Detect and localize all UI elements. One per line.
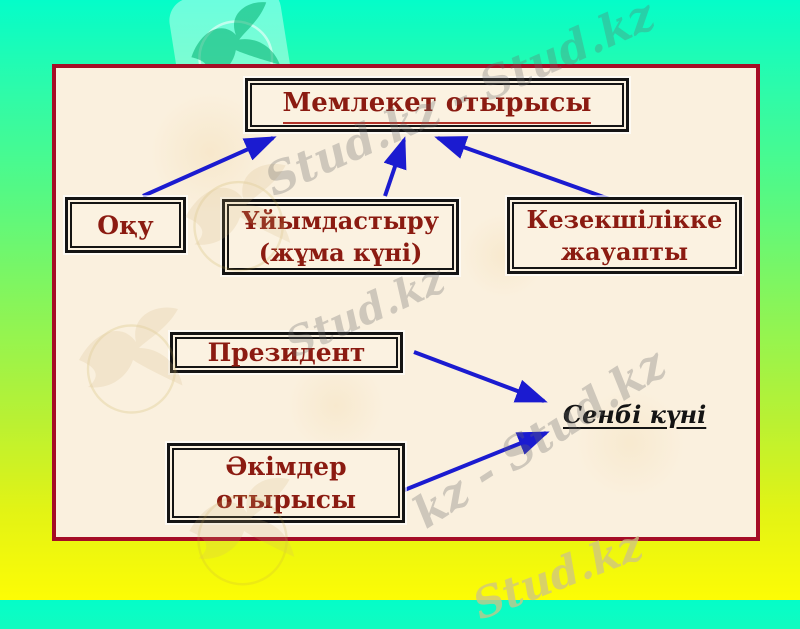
node-akimder: Әкімдер отырысы [167, 443, 405, 523]
node-uiym-line2: (жұма күні) [258, 238, 423, 267]
node-kezek-line1: Кезекшілікке [526, 204, 723, 234]
node-meeting: Мемлекет отырысы [245, 78, 629, 132]
node-kezek: Кезекшілікке жауапты [507, 197, 742, 274]
node-meeting-label: Мемлекет отырысы [282, 86, 592, 124]
node-uiym: Ұйымдастыру (жұма күні) [222, 199, 459, 275]
node-akimder-line1: Әкімдер [225, 452, 347, 481]
node-uiym-line1: Ұйымдастыру [241, 206, 440, 236]
node-akimder-line2: отырысы [215, 485, 357, 514]
node-oku: Оқу [65, 197, 186, 253]
node-oku-label: Оқу [97, 210, 154, 240]
node-kezek-line2: жауапты [560, 236, 689, 266]
side-label-senbi: Сенбі күні [563, 400, 707, 429]
slide-stage: Мемлекет отырысы Оқу Ұйымдастыру (жұма к… [52, 0, 760, 629]
node-prezident-label: Президент [207, 338, 366, 367]
node-prezident: Президент [170, 332, 403, 373]
slide-panel [52, 64, 760, 541]
